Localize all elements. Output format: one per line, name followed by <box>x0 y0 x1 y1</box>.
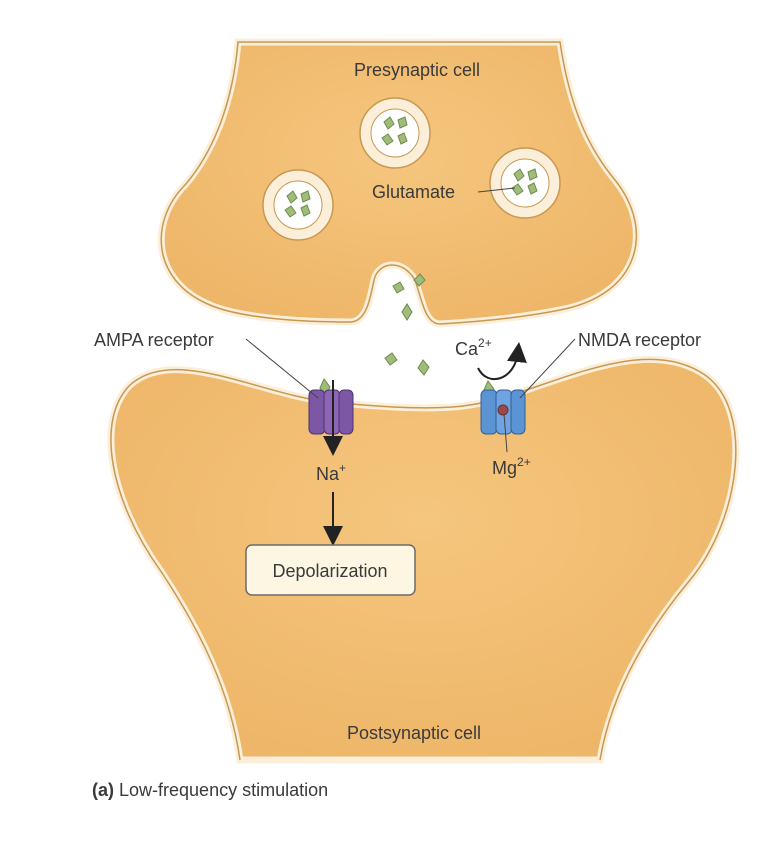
depolarization-label: Depolarization <box>272 561 387 581</box>
mg-leader-line <box>503 413 508 453</box>
mg-label: Mg2+ <box>492 455 531 478</box>
vesicle <box>262 169 334 241</box>
postsynaptic-label: Postsynaptic cell <box>347 723 481 743</box>
na-label-sup: + <box>339 461 346 475</box>
ca-label-base: Ca <box>455 339 479 359</box>
presynaptic-label: Presynaptic cell <box>354 60 480 80</box>
ca-blocked-arrow <box>477 342 527 380</box>
vesicle <box>359 97 431 169</box>
glutamate-leader-line <box>477 187 516 193</box>
depolarization-box <box>245 544 416 596</box>
glutamate-label: Glutamate <box>372 182 455 202</box>
ca-label: Ca2+ <box>455 336 492 359</box>
na-label: Na+ <box>316 461 346 484</box>
ampa-label: AMPA receptor <box>94 330 214 350</box>
figure-caption: (a) Low-frequency stimulation <box>92 780 328 801</box>
mg-ion <box>497 404 509 416</box>
ampa-leader-line <box>245 338 319 399</box>
postsynaptic-cell <box>107 355 740 764</box>
caption-text: Low-frequency stimulation <box>119 780 329 800</box>
mg-label-base: Mg <box>492 458 517 478</box>
vesicle <box>489 147 561 219</box>
nmda-leader-line <box>519 338 576 399</box>
caption-part-label: (a) <box>92 780 114 800</box>
na-label-base: Na <box>316 464 340 484</box>
mg-label-sup: 2+ <box>517 455 531 469</box>
nmda-receptor <box>480 389 526 435</box>
nmda-label: NMDA receptor <box>578 330 701 350</box>
ca-label-sup: 2+ <box>478 336 492 350</box>
